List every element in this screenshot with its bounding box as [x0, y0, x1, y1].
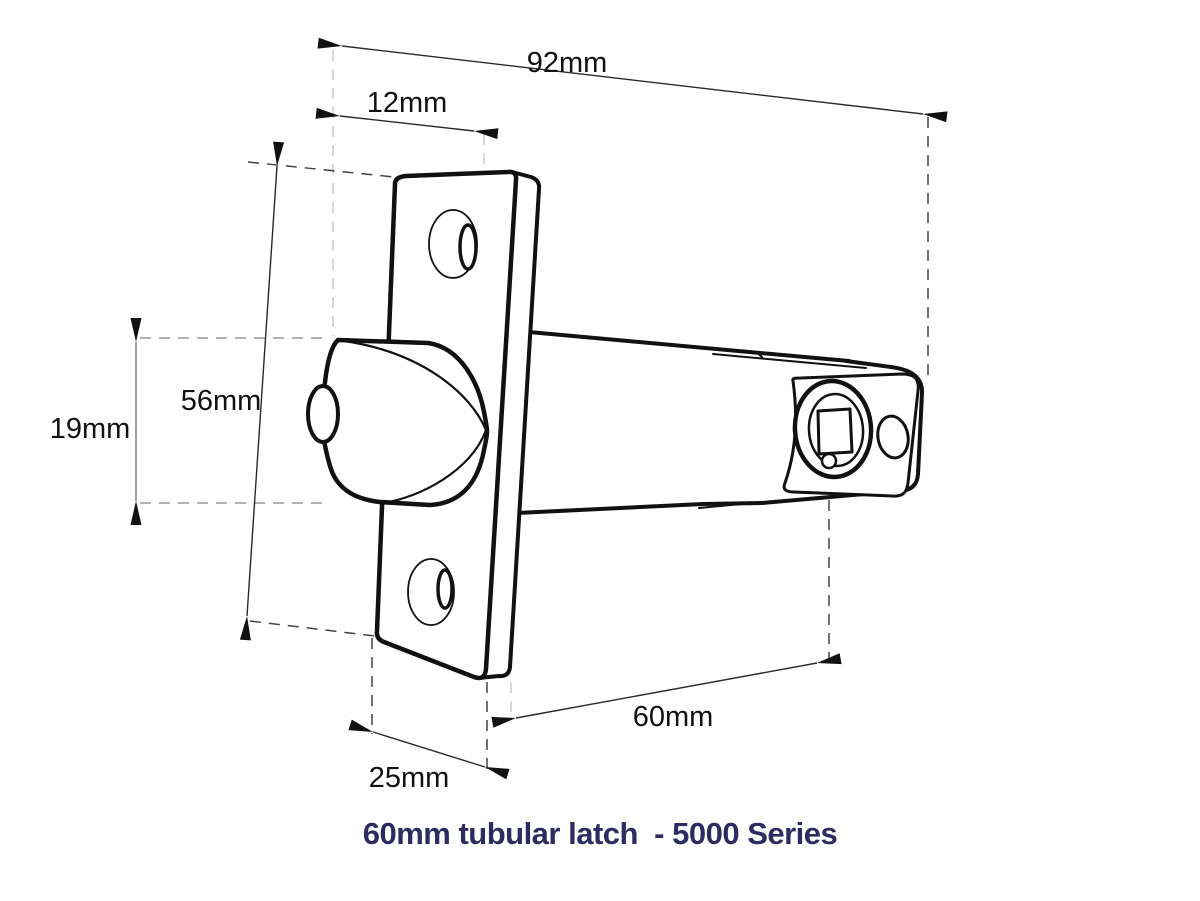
latch-bolt-bevel-curve	[342, 339, 488, 505]
dimension-line-56mm	[239, 141, 285, 641]
dimension-line-12mm	[315, 107, 499, 140]
dimension-line-92mm	[317, 37, 948, 123]
faceplate-screw-hole-bottom	[407, 558, 455, 626]
spindle-notch	[820, 452, 838, 470]
spindle-square-hole	[816, 407, 854, 456]
dimension-label-12mm: 12mm	[367, 87, 448, 119]
latch-tube-step-detail	[698, 502, 753, 509]
extension-line-plate-bottom	[249, 620, 376, 637]
bolt-plunger	[306, 384, 340, 444]
faceplate-screw-hole-bottom-countersink	[436, 568, 454, 610]
dimension-line-25mm	[348, 719, 510, 780]
dimension-label-56mm: 56mm	[181, 385, 262, 417]
case-fixing-hole	[876, 414, 910, 460]
dimension-lines	[130, 37, 948, 780]
dimension-label-25mm: 25mm	[369, 762, 450, 794]
extension-line-plate-top	[247, 161, 405, 179]
latch-hardware	[306, 169, 924, 681]
dimension-label-19mm: 19mm	[50, 413, 131, 445]
faceplate-screw-hole-top-countersink	[458, 223, 478, 271]
dimension-line-60mm	[491, 653, 842, 728]
dimension-labels: 92mm 12mm 56mm 19mm 60mm 25mm	[50, 47, 714, 794]
dimension-label-92mm: 92mm	[527, 47, 608, 79]
latch-tube-top-sliver	[648, 342, 867, 369]
latch-bolt	[321, 337, 490, 508]
dimension-label-60mm: 60mm	[633, 701, 714, 733]
diagram-title: 60mm tubular latch - 5000 Series	[362, 816, 838, 851]
